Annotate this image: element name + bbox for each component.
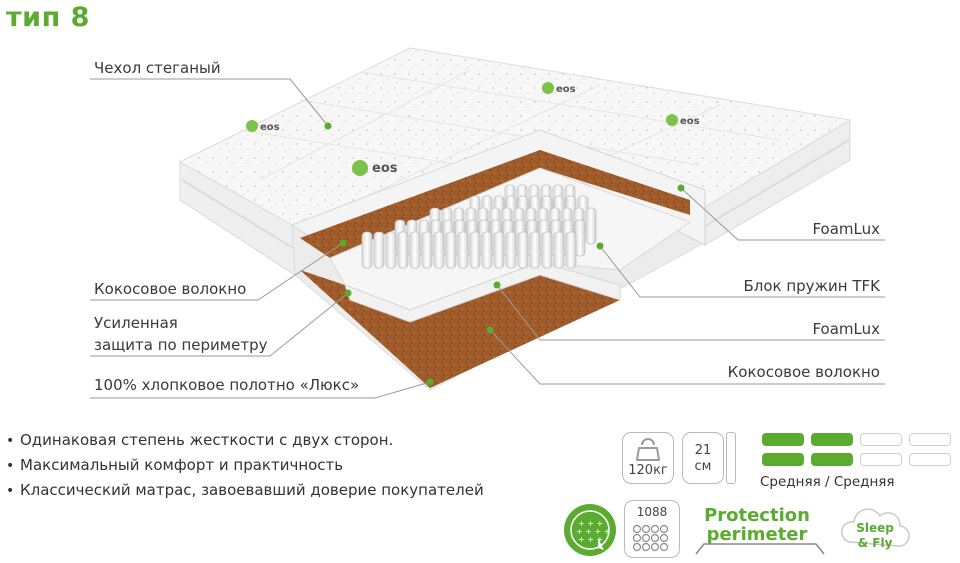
label-perimeter-line2: защита по периметру xyxy=(94,336,268,354)
firmness-bar xyxy=(860,433,902,446)
spring-pocket xyxy=(409,231,421,269)
spring-pocket xyxy=(529,231,541,269)
feature-list: • Одинаковая степень жесткости с двух сто… xyxy=(6,428,484,503)
spring-pocket xyxy=(469,231,481,269)
spring-pocket xyxy=(445,231,457,269)
svg-text:+ + +: + + + xyxy=(578,535,603,544)
page-title: тип 8 xyxy=(6,2,90,33)
label-spring-block: Блок пружин TFK xyxy=(743,277,880,295)
label-foamlux-top: FoamLux xyxy=(812,220,880,238)
eos-logo-text: eos xyxy=(260,122,280,133)
label-foamlux-bottom: FoamLux xyxy=(812,320,880,338)
spring-pocket xyxy=(493,231,505,269)
spring-pocket xyxy=(373,231,385,269)
eos-logo-text: eos xyxy=(556,84,576,95)
mattress-cutaway xyxy=(290,129,706,388)
hand-touch-icon xyxy=(598,538,604,550)
firmness-bar xyxy=(811,433,853,446)
eos-logo-text: eos xyxy=(372,161,398,176)
label-coconut-bottom: Кокосовое волокно xyxy=(727,363,880,381)
mattress-illustration: eos eos eos eos xyxy=(90,47,885,399)
spring-pocket xyxy=(421,231,433,269)
spring-pocket xyxy=(541,231,553,269)
feature-item: • Максимальный комфорт и практичность xyxy=(6,453,484,478)
protection-perimeter-badge: Protection perimeter xyxy=(698,506,816,544)
protection-underline xyxy=(695,543,825,555)
leader-dots xyxy=(324,122,685,386)
firmness-bar xyxy=(860,453,902,466)
bullet-icon: • xyxy=(6,483,15,499)
spring-pocket xyxy=(433,231,445,269)
firmness-bar xyxy=(811,453,853,466)
sleep-line2: & Fly xyxy=(858,536,893,550)
spring-count-badge: 1088 xyxy=(624,500,680,558)
label-cover: Чехол стеганый xyxy=(94,59,221,77)
protection-line2: perimeter xyxy=(706,524,808,545)
eos-logo-text: eos xyxy=(680,116,700,127)
spring-pocket xyxy=(457,231,469,269)
max-weight-badge: 120кг xyxy=(622,432,674,484)
feature-item: • Одинаковая степень жесткости с двух сто… xyxy=(6,428,484,453)
leader-lines xyxy=(90,78,885,399)
spring-pocket xyxy=(361,231,373,269)
spring-pocket xyxy=(553,231,565,269)
height-unit: см xyxy=(694,459,712,474)
label-cotton: 100% хлопковое полотно «Люкс» xyxy=(94,376,360,394)
kettlebell-icon xyxy=(636,438,660,461)
spring-pocket xyxy=(574,219,586,257)
bullet-icon: • xyxy=(6,458,15,474)
bullet-icon: • xyxy=(6,433,15,449)
height-badge: 21 см xyxy=(682,432,724,484)
label-perimeter-line1: Усиленная xyxy=(94,314,178,332)
protection-line1: Protection xyxy=(704,505,810,526)
firmness-bar xyxy=(909,453,951,466)
feature-item: • Классический матрас, завоевавший довери… xyxy=(6,478,484,503)
firmness-bar xyxy=(909,433,951,446)
sleep-fly-badge: Sleep & Fly xyxy=(841,508,910,550)
feature-text: Классический матрас, завоевавший доверие… xyxy=(20,481,484,499)
spring-pocket xyxy=(585,207,597,245)
sleep-line1: Sleep xyxy=(856,521,894,535)
firmness-bar xyxy=(762,453,804,466)
eos-logo: eos xyxy=(666,114,700,127)
spring-pocket xyxy=(505,231,517,269)
max-weight-value: 120кг xyxy=(628,463,668,478)
spring-pocket xyxy=(565,231,577,269)
svg-text:+ + + +: + + + + xyxy=(576,527,610,536)
eos-logo: eos xyxy=(246,120,280,133)
label-coconut-top: Кокосовое волокно xyxy=(94,280,247,298)
height-value: 21 xyxy=(694,443,712,458)
spring-block xyxy=(361,184,597,269)
spring-pocket xyxy=(481,231,493,269)
spring-pocket xyxy=(517,231,529,269)
eos-logo: eos xyxy=(352,160,398,176)
spring-pocket xyxy=(397,231,409,269)
spring-count-value: 1088 xyxy=(636,505,668,519)
springs-grid-icon xyxy=(632,524,669,552)
feature-text: Максимальный комфорт и практичность xyxy=(20,456,344,474)
height-ruler-icon xyxy=(726,432,736,484)
eos-logo: eos xyxy=(542,82,576,95)
firmness-label: Средняя / Средняя xyxy=(760,474,895,490)
spring-pocket xyxy=(385,231,397,269)
firmness-bar xyxy=(762,433,804,446)
feature-text: Одинаковая степень жесткости с двух стор… xyxy=(20,431,394,449)
springs-icon: + + ++ + + ++ + + xyxy=(564,504,616,556)
svg-text:+ + +: + + + xyxy=(578,519,603,528)
